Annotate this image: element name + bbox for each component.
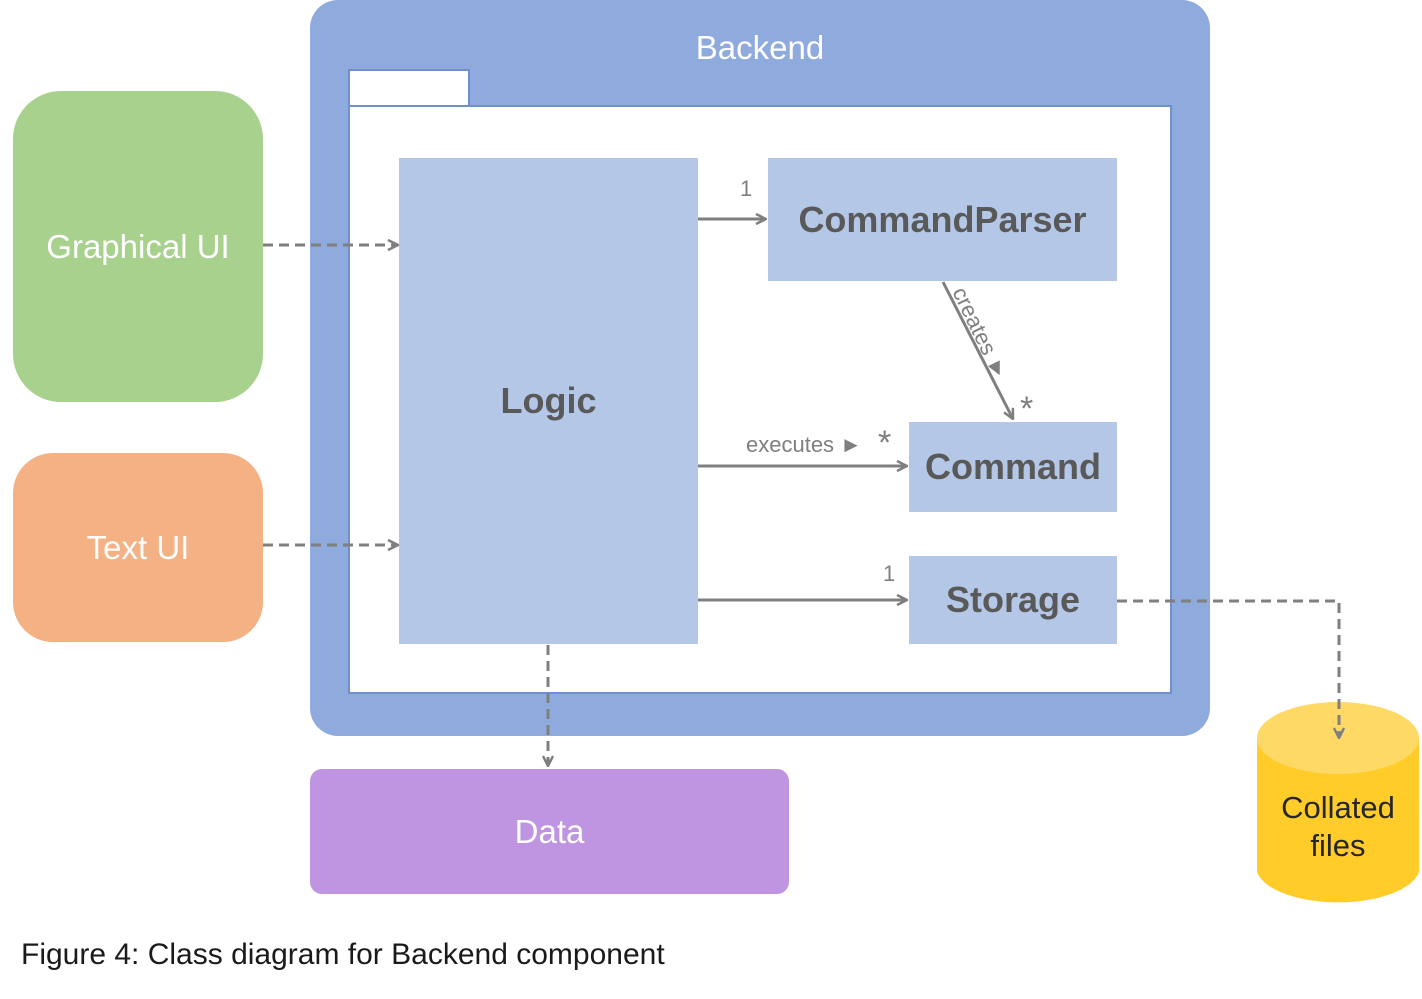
- text-ui-label: Text UI: [86, 528, 190, 566]
- graphical-ui-label: Graphical UI: [46, 227, 230, 265]
- data-component: Data: [310, 769, 789, 894]
- storage-class: Storage: [909, 556, 1117, 644]
- executes-multiplicity: *: [878, 424, 892, 462]
- command-parser-label: CommandParser: [798, 198, 1087, 240]
- collated-files-label: Collated files: [1255, 782, 1421, 872]
- figure-caption: Figure 4: Class diagram for Backend comp…: [21, 938, 665, 971]
- text-ui-component: Text UI: [13, 453, 263, 642]
- parser-multiplicity: 1: [740, 176, 753, 201]
- logic-class: Logic: [399, 158, 698, 644]
- package-tab: [348, 69, 470, 107]
- collated-files-line1: Collated: [1281, 790, 1395, 825]
- data-label: Data: [514, 812, 585, 850]
- executes-label: executes ►: [746, 432, 862, 457]
- command-parser-class: CommandParser: [768, 158, 1117, 281]
- storage-to-files-dependency: [1117, 599, 1339, 738]
- graphical-ui-component: Graphical UI: [13, 91, 263, 402]
- creates-multiplicity: *: [1020, 390, 1034, 428]
- cylinder-body: [1257, 738, 1419, 903]
- command-class: Command: [909, 422, 1117, 512]
- backend-title: Backend: [695, 29, 825, 66]
- collated-files-line2: files: [1310, 828, 1366, 863]
- logic-label: Logic: [500, 380, 597, 421]
- parser-to-command-association: [941, 281, 1015, 419]
- command-label: Command: [924, 446, 1101, 487]
- storage-multiplicity: 1: [883, 561, 896, 586]
- storage-label: Storage: [945, 579, 1081, 620]
